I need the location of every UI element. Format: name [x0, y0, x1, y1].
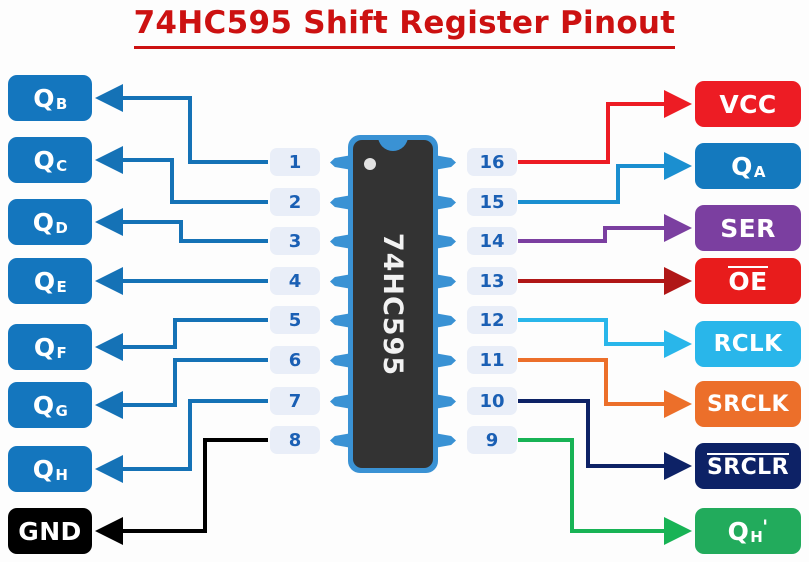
chip-body: 74HC595: [353, 140, 433, 468]
signal-label-srclr-text: SRCLR: [707, 452, 789, 480]
wire-pin2-qc: [95, 146, 268, 204]
pin-number-15[interactable]: 15: [467, 188, 517, 216]
chip-leg-right-12: [434, 313, 456, 328]
wire-pin14-ser: [518, 214, 692, 243]
signal-label-oe[interactable]: OE: [695, 258, 801, 304]
signal-label-rclk[interactable]: RCLK: [695, 321, 801, 367]
signal-label-vcc[interactable]: VCC: [695, 81, 801, 127]
signal-label-qc-text: Q: [33, 145, 56, 175]
signal-label-qh-prime-sub: H: [750, 528, 764, 546]
wire-pin1-qb: [95, 84, 268, 164]
prime-mark-icon: ': [762, 516, 769, 538]
wire-pin9-qhprime: [518, 438, 692, 545]
chip-leg-right-10: [434, 394, 456, 409]
pin-number-16[interactable]: 16: [467, 148, 517, 176]
signal-label-qh-prime-text: Q: [727, 516, 750, 546]
signal-label-qc-sub: C: [56, 157, 68, 175]
pin-number-11[interactable]: 11: [467, 346, 517, 374]
chip-leg-left-1: [330, 155, 352, 170]
wire-pin3-qd: [95, 208, 268, 243]
pin-number-12[interactable]: 12: [467, 306, 517, 334]
pin-number-3[interactable]: 3: [270, 227, 320, 255]
signal-label-qb-text: Q: [33, 83, 55, 113]
signal-label-qf-text: Q: [33, 332, 56, 362]
pin-number-5[interactable]: 5: [270, 306, 320, 334]
signal-label-qf-sub: F: [56, 344, 68, 362]
pin-number-6[interactable]: 6: [270, 346, 320, 374]
ic-chip: 74HC595: [330, 135, 456, 475]
wire-pin15-qa: [518, 152, 692, 204]
signal-label-qd-text: Q: [32, 207, 55, 237]
signal-label-ser-text: SER: [720, 213, 776, 243]
signal-label-srclk[interactable]: SRCLK: [695, 381, 801, 427]
signal-label-rclk-text: RCLK: [713, 331, 783, 357]
page-title-text: 74HC595 Shift Register Pinout: [133, 5, 676, 49]
pin1-indicator-dot-icon: [364, 158, 376, 170]
wire-pin12-rclk: [518, 318, 692, 358]
chip-leg-left-7: [330, 394, 352, 409]
signal-label-gnd[interactable]: GND: [8, 508, 92, 554]
signal-label-srclk-text: SRCLK: [707, 391, 789, 417]
pin-number-14[interactable]: 14: [467, 227, 517, 255]
chip-leg-right-15: [434, 195, 456, 210]
signal-label-qa-text: Q: [731, 151, 753, 181]
signal-label-qe-sub: E: [56, 278, 68, 296]
signal-label-qh-text: Q: [32, 454, 55, 484]
pin-number-1[interactable]: 1: [270, 148, 320, 176]
wire-pin10-srclr: [518, 399, 692, 480]
pin-number-13[interactable]: 13: [467, 267, 517, 295]
signal-label-qe-text: Q: [33, 266, 56, 296]
chip-leg-right-14: [434, 234, 456, 249]
signal-label-srclr[interactable]: SRCLR: [695, 443, 801, 489]
signal-label-qd-sub: D: [55, 219, 69, 237]
pin-number-4[interactable]: 4: [270, 267, 320, 295]
chip-leg-right-9: [434, 433, 456, 448]
signal-label-qh-sub: H: [55, 466, 69, 484]
wire-pin8-gnd: [95, 438, 268, 545]
chip-leg-left-4: [330, 274, 352, 289]
chip-leg-left-3: [330, 234, 352, 249]
chip-leg-right-16: [434, 155, 456, 170]
signal-label-qb-sub: B: [55, 95, 68, 113]
chip-leg-right-13: [434, 274, 456, 289]
signal-label-qg-text: Q: [32, 390, 55, 420]
chip-leg-left-8: [330, 433, 352, 448]
pin-number-7[interactable]: 7: [270, 387, 320, 415]
wire-pin5-qf: [95, 318, 268, 361]
signal-label-vcc-text: VCC: [719, 89, 777, 119]
wire-pin11-srclk: [518, 358, 692, 418]
signal-label-qg-sub: G: [55, 402, 69, 420]
pin-number-2[interactable]: 2: [270, 188, 320, 216]
chip-leg-left-6: [330, 353, 352, 368]
signal-label-ser[interactable]: SER: [695, 205, 801, 251]
pin-number-9[interactable]: 9: [467, 426, 517, 454]
chip-leg-left-5: [330, 313, 352, 328]
wire-pin16-vcc: [518, 90, 692, 164]
page-title: 74HC595 Shift Register Pinout: [0, 5, 809, 49]
chip-part-number-text: 74HC595: [377, 232, 409, 376]
signal-label-oe-text: OE: [728, 266, 768, 297]
chip-leg-left-2: [330, 195, 352, 210]
orientation-notch-icon: [378, 140, 408, 151]
signal-label-qa-sub: A: [753, 163, 766, 181]
wire-pin7-qh: [95, 399, 268, 483]
chip-leg-right-11: [434, 353, 456, 368]
pin-number-10[interactable]: 10: [467, 387, 517, 415]
chip-part-number: 74HC595: [353, 140, 433, 468]
wire-pin6-qg: [95, 358, 268, 419]
signal-label-gnd-text: GND: [18, 516, 82, 546]
pin-number-8[interactable]: 8: [270, 426, 320, 454]
